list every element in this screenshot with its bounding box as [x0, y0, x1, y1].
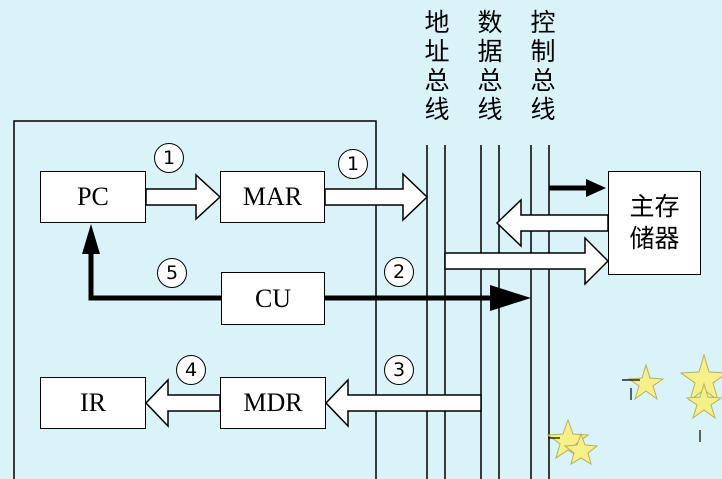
cu-label: CU [254, 283, 292, 313]
pc-label: PC [77, 182, 109, 211]
step-marker-cu-to-pc: 5 [157, 258, 187, 288]
arrow-cu-to-pc [82, 224, 221, 301]
star-sparkle-marks [548, 379, 701, 442]
data-bus-label: 数 据 总 线 [477, 8, 503, 124]
ir-label: IR [80, 388, 106, 417]
step-marker-bus-to-mdr: 3 [384, 355, 414, 385]
arrow-memory-to-data-bus [495, 198, 609, 248]
arrow-data-bus-to-mdr [324, 378, 482, 428]
control-bus-label: 控 制 总 线 [530, 8, 556, 124]
star-icon [627, 363, 665, 401]
arrow-pc-to-mar [145, 173, 222, 221]
main-memory: 主存 储器 [608, 171, 701, 275]
decorative-star-group [546, 353, 722, 466]
arrow-address-bus-to-memory [444, 236, 610, 286]
mdr-label: MDR [243, 388, 303, 417]
mar-register: MAR [220, 171, 325, 223]
step-marker-mar-to-bus: 1 [338, 149, 368, 179]
step-marker-cu-to-bus: 2 [384, 257, 414, 287]
mdr-register: MDR [220, 377, 326, 429]
arrow-cu-to-control-bus [325, 285, 531, 311]
star-icon [685, 382, 722, 420]
mar-label: MAR [242, 182, 303, 211]
control-bus-lines [530, 145, 550, 479]
memory-label-line2: 储器 [629, 224, 680, 253]
arrow-control-bus-to-memory [549, 179, 606, 197]
star-icon [546, 418, 590, 460]
step-marker-pc-to-mar: 1 [154, 143, 184, 173]
ir-register: IR [40, 377, 146, 429]
arrow-mdr-to-ir [144, 378, 221, 428]
address-bus-label: 地 址 总 线 [424, 8, 450, 124]
data-bus-lines [480, 145, 500, 479]
memory-label-line1: 主存 [629, 192, 680, 221]
cu-unit: CU [221, 272, 325, 325]
address-bus-lines [426, 145, 446, 479]
arrow-mar-to-address-bus [324, 172, 429, 222]
pc-register: PC [40, 171, 146, 223]
step-marker-mdr-to-ir: 4 [176, 355, 206, 385]
cpu-outline [13, 120, 377, 479]
star-icon [563, 432, 599, 466]
